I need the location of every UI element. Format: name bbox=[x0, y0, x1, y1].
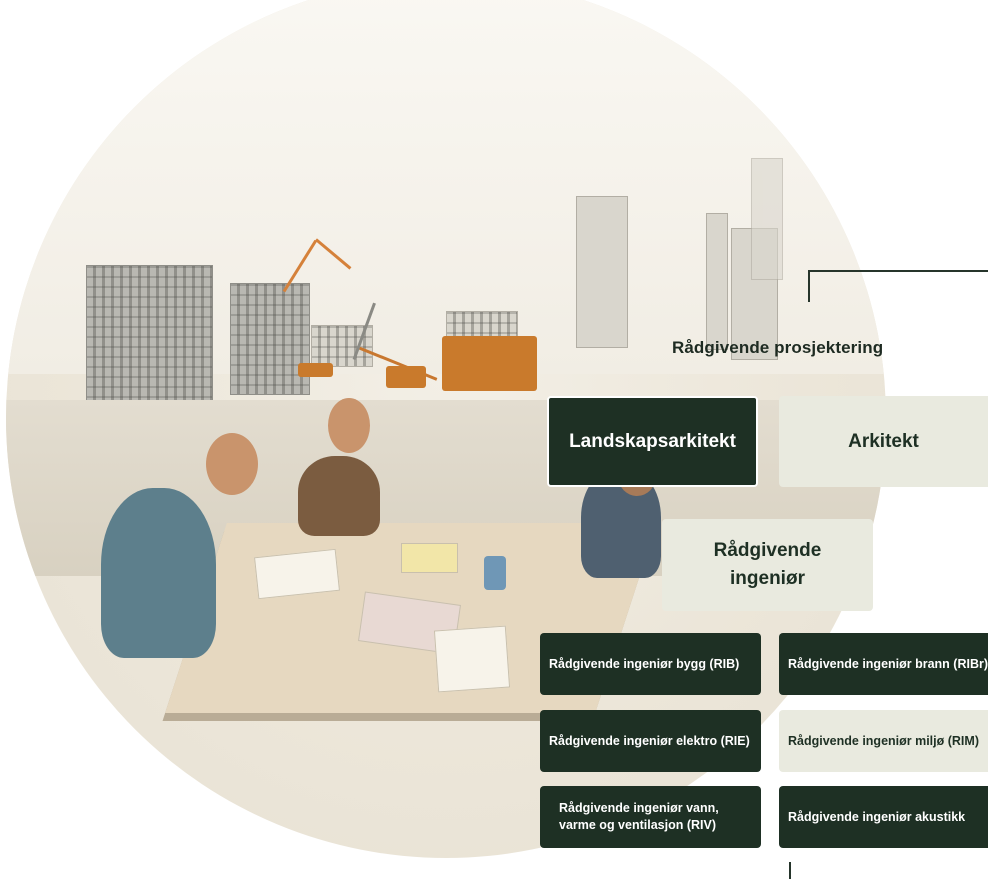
box-label: Rådgivende ingeniør brann (RIBr) bbox=[788, 656, 988, 671]
box-landskapsarkitekt: Landskapsarkitekt bbox=[547, 396, 758, 487]
head bbox=[328, 398, 370, 453]
box-label: Arkitekt bbox=[848, 430, 919, 452]
head bbox=[206, 433, 258, 495]
box-radgivende-ingenior: Rådgivende ingeniør bbox=[662, 519, 873, 611]
tower bbox=[706, 213, 728, 350]
box-label: Rådgivende ingeniør akustikk bbox=[788, 809, 966, 824]
diagram-title: Rådgivende prosjektering bbox=[672, 338, 884, 357]
building bbox=[311, 325, 373, 367]
tower bbox=[751, 158, 783, 280]
drawing bbox=[433, 625, 511, 693]
box-ribr: Rådgivende ingeniør brann (RIBr) bbox=[779, 633, 988, 695]
machine bbox=[298, 363, 333, 377]
building bbox=[230, 283, 310, 395]
person-man-blue-shirt bbox=[101, 488, 216, 658]
box-arkitekt: Arkitekt bbox=[779, 396, 988, 487]
mug bbox=[484, 556, 506, 590]
box-label: Rådgivende ingeniør vann, varme og venti… bbox=[559, 801, 719, 832]
connector-line bbox=[808, 270, 988, 272]
box-label: Landskapsarkitekt bbox=[569, 430, 736, 452]
box-rie: Rådgivende ingeniør elektro (RIE) bbox=[540, 710, 761, 772]
box-label: Rådgivende ingeniør elektro (RIE) bbox=[549, 733, 750, 748]
box-rib: Rådgivende ingeniør bygg (RIB) bbox=[540, 633, 761, 695]
box-rim: Rådgivende ingeniør miljø (RIM) bbox=[779, 710, 988, 772]
building bbox=[86, 265, 213, 417]
box-label: Rådgivende ingeniør bbox=[713, 540, 822, 589]
machine bbox=[386, 366, 426, 388]
drawing bbox=[254, 548, 340, 600]
excavator bbox=[442, 336, 537, 391]
connector-line bbox=[789, 862, 791, 879]
connector-line bbox=[808, 270, 810, 302]
box-label: Rådgivende ingeniør bygg (RIB) bbox=[549, 656, 740, 671]
box-akustikk: Rådgivende ingeniør akustikk bbox=[779, 786, 988, 848]
person-woman bbox=[298, 456, 380, 536]
drawing bbox=[401, 543, 458, 573]
box-riv: Rådgivende ingeniør vann, varme og venti… bbox=[540, 786, 761, 848]
tower bbox=[576, 196, 628, 348]
box-label: Rådgivende ingeniør miljø (RIM) bbox=[788, 733, 979, 748]
